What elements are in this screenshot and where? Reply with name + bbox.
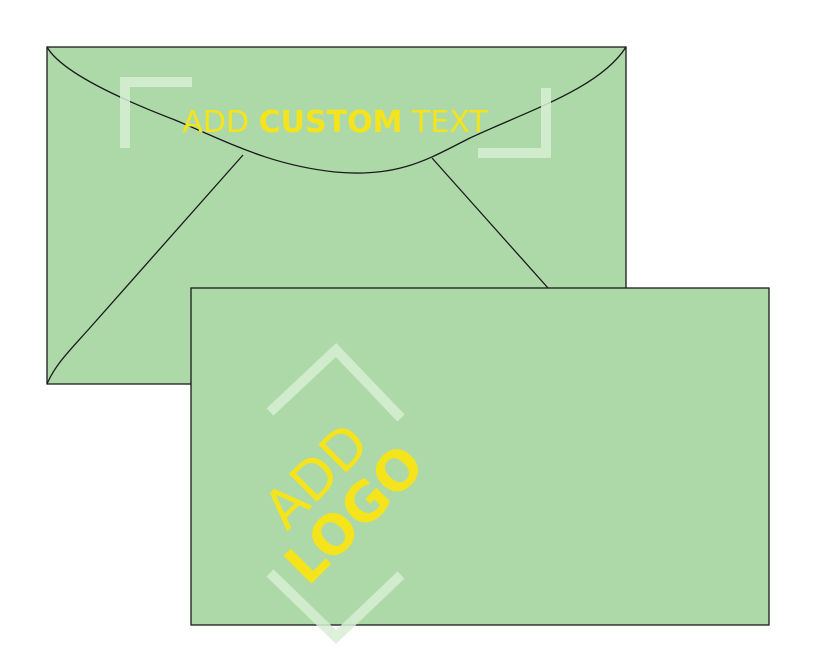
card-body — [190, 287, 770, 626]
bracket-top-left — [120, 77, 192, 148]
chevron-bottom-icon — [266, 569, 405, 644]
chevron-top-icon — [266, 342, 405, 422]
envelope-fold-right — [431, 157, 549, 289]
card: ADD LOGO — [190, 287, 770, 644]
custom-text-label: ADD CUSTOM TEXT — [182, 105, 488, 140]
custom-text-placeholder[interactable]: ADD CUSTOM TEXT — [120, 77, 551, 158]
bracket-bottom-right — [478, 88, 551, 158]
envelope-fold-left — [46, 154, 244, 385]
